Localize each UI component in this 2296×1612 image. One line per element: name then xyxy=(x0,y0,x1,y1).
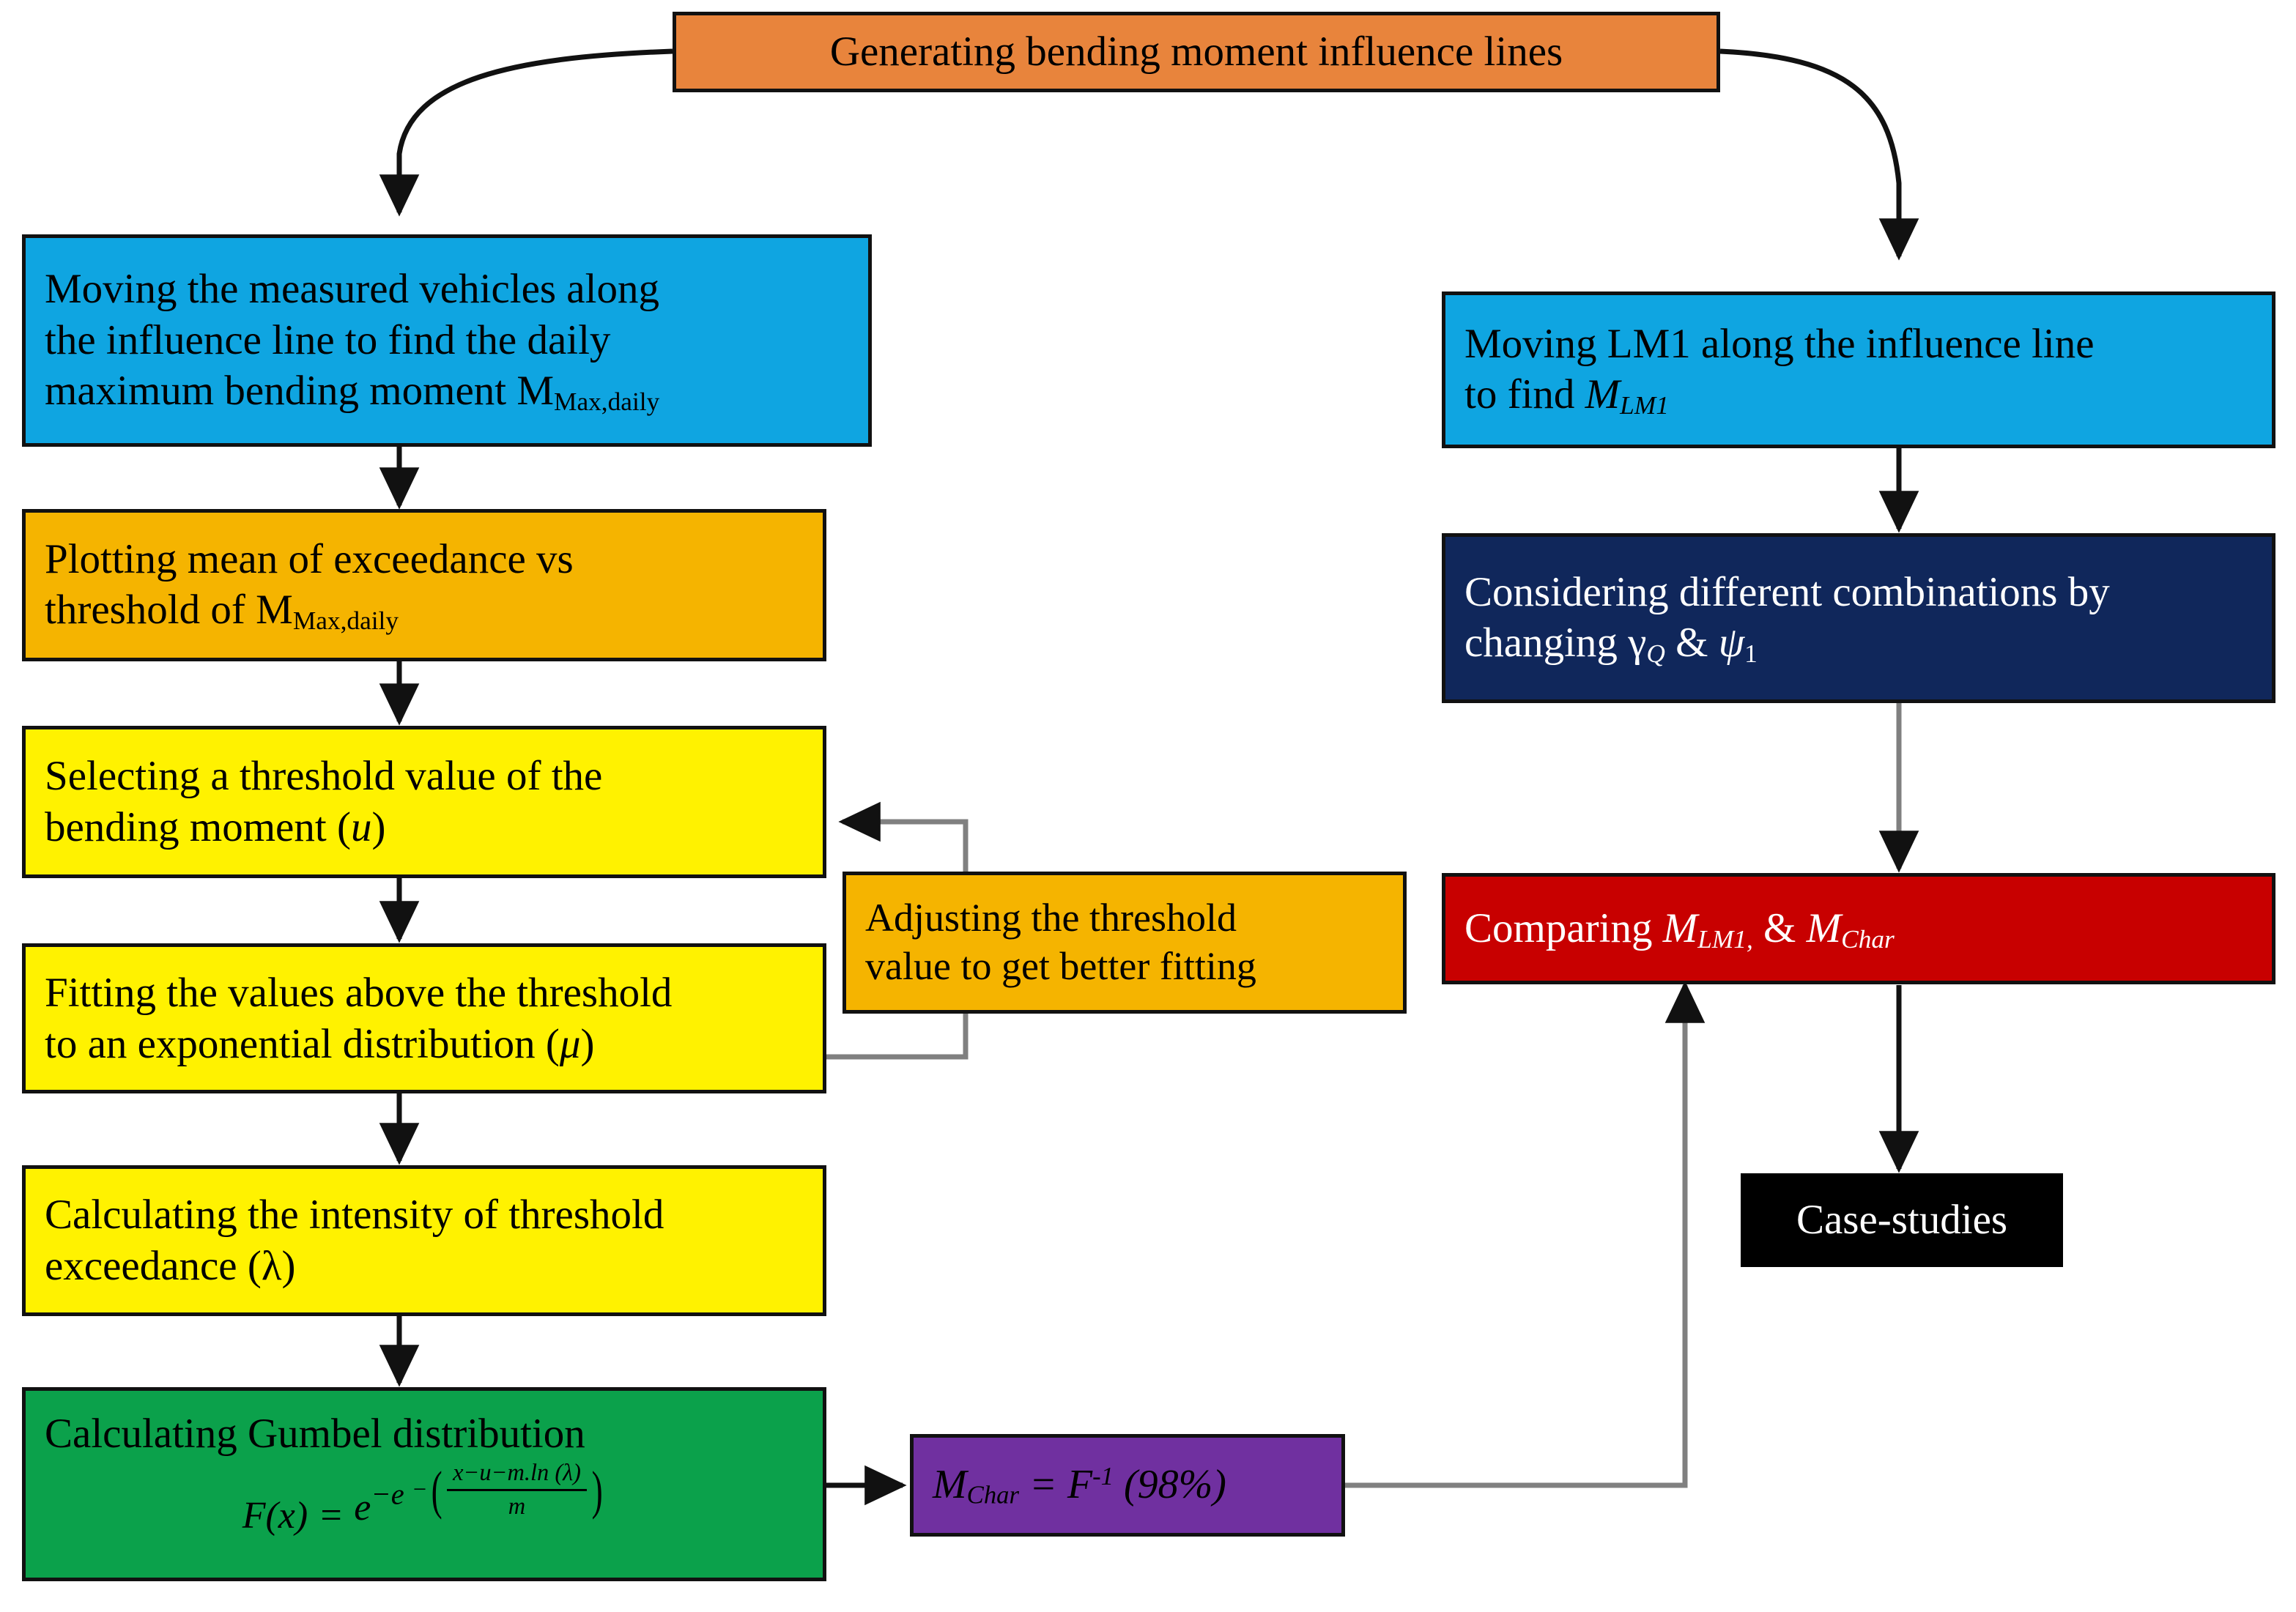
moving-vehicles-line-3-text: maximum bending moment M xyxy=(45,368,555,415)
fitting-values-line-1: Fitting the values above the threshold xyxy=(45,969,673,1016)
m-char-expression: MChar = F-1 (98%) xyxy=(933,1460,1226,1511)
node-adjusting-threshold[interactable]: Adjusting the threshold value to get bet… xyxy=(843,872,1407,1014)
adjusting-threshold-line-2: value to get better fitting xyxy=(865,944,1256,988)
selecting-threshold-symbol: u xyxy=(350,804,372,850)
moving-vehicles-line-1: Moving the measured vehicles along xyxy=(45,266,659,313)
comparing-label: Comparing xyxy=(1464,905,1663,951)
edge-mchar-to-comparing xyxy=(1345,981,1706,1488)
moving-vehicles-line-2: the influence line to find the daily xyxy=(45,316,611,363)
gumbel-equals: = xyxy=(318,1494,344,1537)
m-char-post: (98%) xyxy=(1113,1462,1226,1508)
node-fitting-values[interactable]: Fitting the values above the threshold t… xyxy=(22,943,826,1093)
edge-header-to-moving-vehicles xyxy=(379,48,673,217)
gumbel-paren-close: ) xyxy=(591,1460,603,1520)
node-considering-combos[interactable]: Considering different combinations by ch… xyxy=(1442,533,2275,703)
combos-ampersand: & xyxy=(1664,620,1719,666)
gumbel-line-1: Calculating Gumbel distribution xyxy=(45,1411,585,1457)
gumbel-exp-inner: − ( x−u−m.ln (λ) m ) xyxy=(412,1459,606,1522)
node-header-label: Generating bending moment influence line… xyxy=(829,29,1563,75)
psi-symbol: ψ xyxy=(1718,620,1745,666)
calculating-intensity-line-1: Calculating the intensity of threshold xyxy=(45,1192,664,1238)
moving-lm1-line-2: to find MLM1 xyxy=(1464,369,2253,421)
comparing-m1-sub: LM1, xyxy=(1697,924,1753,954)
comparing-expression: Comparing MLM1, & MChar xyxy=(1464,903,1895,955)
gumbel-exp-inner-sign: − xyxy=(411,1476,428,1503)
considering-combos-line-2-text: changing xyxy=(1464,620,1629,666)
gumbel-rhs: e −e − ( x−u−m.ln (λ) m ) xyxy=(354,1460,606,1548)
node-calculating-intensity[interactable]: Calculating the intensity of threshold e… xyxy=(22,1165,826,1316)
comparing-m2-sub: Char xyxy=(1841,924,1895,954)
moving-lm1-line-2-text: to find xyxy=(1464,371,1585,418)
calculating-intensity-line-2: exceedance (λ) xyxy=(45,1243,296,1289)
considering-combos-line-2: changing γQ & ψ1 xyxy=(1464,617,2253,669)
node-gumbel[interactable]: Calculating Gumbel distribution F(x) = e… xyxy=(22,1387,826,1581)
m-char-sup: -1 xyxy=(1092,1461,1114,1490)
fitting-values-line-2-close: ) xyxy=(580,1020,595,1067)
node-selecting-threshold[interactable]: Selecting a threshold value of the bendi… xyxy=(22,726,826,878)
plotting-mean-line-2-text: threshold of M xyxy=(45,587,293,634)
gumbel-fraction: x−u−m.ln (λ) m xyxy=(447,1459,587,1522)
adjusting-threshold-line-1: Adjusting the threshold xyxy=(865,896,1237,940)
selecting-threshold-line-2-close: ) xyxy=(371,804,386,850)
fitting-values-symbol: μ xyxy=(559,1020,581,1067)
gumbel-base: e xyxy=(354,1486,371,1529)
comparing-m2: M xyxy=(1806,905,1842,951)
gumbel-formula: F(x) = e −e − ( x−u−m.ln (λ) m ) xyxy=(45,1460,804,1548)
m-char-f: F xyxy=(1067,1462,1093,1508)
gumbel-numerator: x−u−m.ln (λ) xyxy=(447,1459,587,1492)
moving-vehicles-line-3-sub: Max,daily xyxy=(554,387,660,416)
node-m-char[interactable]: MChar = F-1 (98%) xyxy=(910,1434,1345,1537)
gumbel-paren-open: ( xyxy=(431,1460,442,1520)
moving-lm1-m: M xyxy=(1585,371,1621,418)
selecting-threshold-line-2-text: bending moment ( xyxy=(45,804,351,850)
moving-lm1-sub: LM1 xyxy=(1620,391,1669,420)
node-header[interactable]: Generating bending moment influence line… xyxy=(673,12,1720,92)
gumbel-exp-outer: −e xyxy=(371,1477,404,1511)
case-studies-label: Case-studies xyxy=(1796,1197,2008,1244)
selecting-threshold-line-2: bending moment (u) xyxy=(45,802,804,853)
plotting-mean-line-2-sub: Max,daily xyxy=(292,606,399,636)
gamma-symbol: γ xyxy=(1628,620,1647,666)
selecting-threshold-line-1: Selecting a threshold value of the xyxy=(45,753,603,800)
m-char-sub: Char xyxy=(966,1480,1020,1509)
comparing-ampersand: & xyxy=(1752,905,1807,951)
comparing-m1: M xyxy=(1662,905,1698,951)
fitting-values-line-2-text: to an exponential distribution ( xyxy=(45,1020,560,1067)
gumbel-exp-outer-wrap: −e − ( x−u−m.ln (λ) m ) xyxy=(371,1460,606,1529)
plotting-mean-line-1: Plotting mean of exceedance vs xyxy=(45,535,574,582)
gumbel-denominator: m xyxy=(508,1493,526,1520)
plotting-mean-line-2: threshold of MMax,daily xyxy=(45,584,804,636)
node-case-studies[interactable]: Case-studies xyxy=(1741,1173,2063,1267)
node-moving-vehicles[interactable]: Moving the measured vehicles along the i… xyxy=(22,234,872,447)
m-char-m: M xyxy=(933,1462,967,1508)
psi-sub: 1 xyxy=(1744,639,1758,669)
m-char-eq: = xyxy=(1019,1462,1067,1508)
moving-lm1-line-1: Moving LM1 along the influence line xyxy=(1464,320,2095,367)
gamma-sub: Q xyxy=(1646,639,1665,669)
fitting-values-line-2: to an exponential distribution (μ) xyxy=(45,1019,804,1070)
node-plotting-mean[interactable]: Plotting mean of exceedance vs threshold… xyxy=(22,509,826,661)
node-moving-lm1[interactable]: Moving LM1 along the influence line to f… xyxy=(1442,291,2275,448)
node-comparing[interactable]: Comparing MLM1, & MChar xyxy=(1442,873,2275,984)
edge-header-to-moving-lm1 xyxy=(1719,48,1919,261)
considering-combos-line-1: Considering different combinations by xyxy=(1464,568,2110,615)
moving-vehicles-line-3: maximum bending moment MMax,daily xyxy=(45,365,849,417)
gumbel-lhs: F(x) xyxy=(242,1494,308,1537)
